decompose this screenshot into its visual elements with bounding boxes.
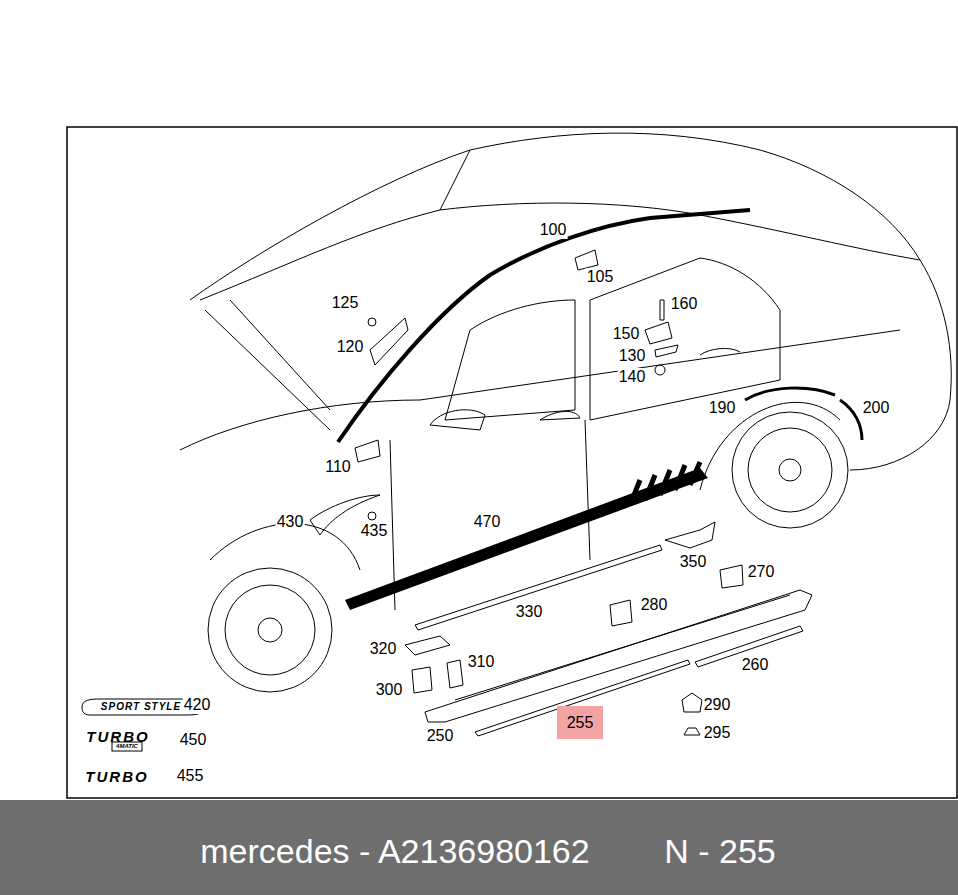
callout-number: 435 xyxy=(360,522,389,540)
callout-number: 255 xyxy=(567,714,594,732)
callout-number: 300 xyxy=(375,681,404,699)
callout-number: 310 xyxy=(467,653,496,671)
emblem-text: TURBO xyxy=(84,769,149,784)
callout-number: 420 xyxy=(183,696,212,714)
callout-number: 430 xyxy=(276,513,305,531)
caption-band: mercedes - A2136980162 N - 255 xyxy=(0,800,958,895)
emblem-text: SPORT STYLE xyxy=(100,702,182,712)
callout-number: 140 xyxy=(618,368,647,386)
callout-number: 470 xyxy=(473,513,502,531)
callout-number: 160 xyxy=(670,295,699,313)
part-number: mercedes - A2136980162 xyxy=(200,832,589,871)
callout-number: 200 xyxy=(862,399,891,417)
callout-number: 250 xyxy=(426,727,455,745)
callout-number: 455 xyxy=(176,767,205,785)
emblem-text: 4MATIC xyxy=(115,743,139,749)
emblem-text: TURBO xyxy=(85,729,150,744)
callout-number: 280 xyxy=(640,596,669,614)
callout-number: 105 xyxy=(586,268,615,286)
callout-number: 290 xyxy=(703,696,732,714)
callout-number: 295 xyxy=(703,724,732,742)
callout-number: 320 xyxy=(369,640,398,658)
callout-number: 120 xyxy=(336,338,365,356)
callout-number: 130 xyxy=(618,347,647,365)
callout-number: 270 xyxy=(747,563,776,581)
callout-number: 190 xyxy=(708,399,737,417)
callout-number: 450 xyxy=(179,731,208,749)
callout-number: 330 xyxy=(515,603,544,621)
part-number: N - 255 xyxy=(664,832,776,871)
callout-number: 150 xyxy=(612,325,641,343)
callout-number: 350 xyxy=(679,553,708,571)
callout-number: 110 xyxy=(324,458,352,476)
callout-number: 100 xyxy=(539,221,568,239)
callout-number: 260 xyxy=(741,656,770,674)
highlight-box: 255 xyxy=(557,706,603,739)
callout-number: 125 xyxy=(331,294,360,312)
